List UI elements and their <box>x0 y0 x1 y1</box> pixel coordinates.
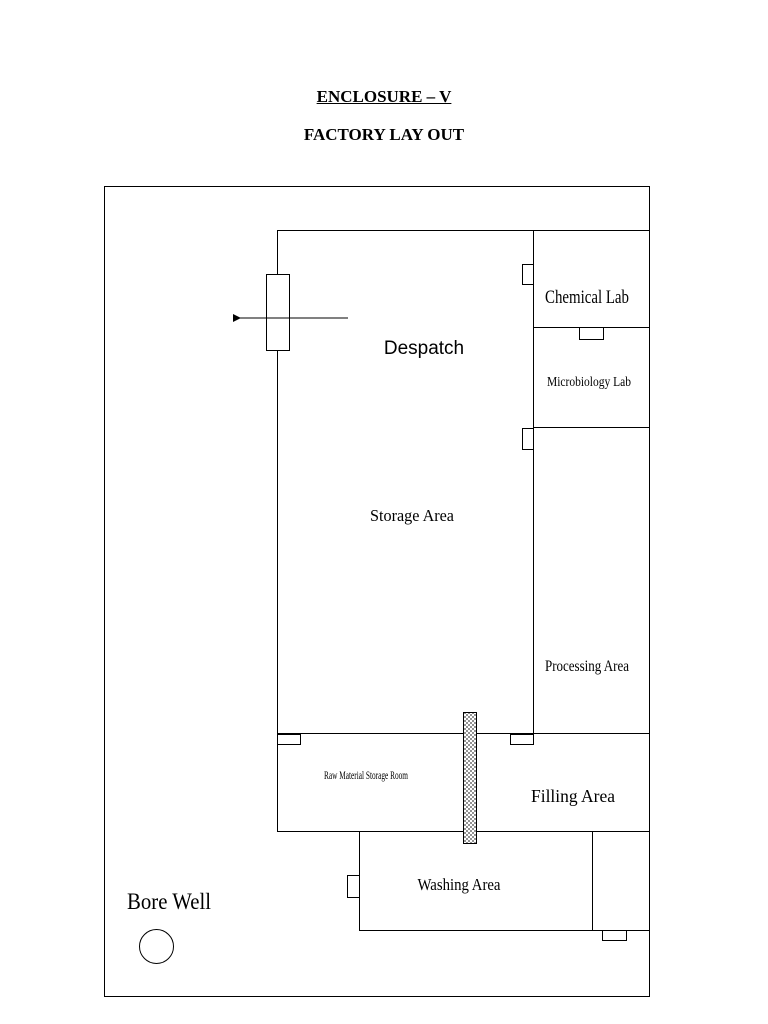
washing-area-room <box>359 831 650 931</box>
storage-area-room <box>277 230 534 734</box>
filling-area-label: Filling Area <box>531 786 615 806</box>
bore-well-icon <box>139 929 174 964</box>
door-processing-area <box>522 428 534 450</box>
gate-door <box>266 274 290 351</box>
chemical-lab-label: Chemical Lab <box>545 287 629 308</box>
processing-area-room <box>533 427 650 734</box>
microbiology-lab-label: Microbiology Lab <box>547 375 631 390</box>
door-filling-area <box>510 734 534 745</box>
storage-area-label: Storage Area <box>370 506 454 525</box>
enclosure-title: ENCLOSURE – V <box>316 87 452 106</box>
door-raw-material <box>277 734 301 745</box>
raw-material-storage-label: Raw Material Storage Room <box>324 768 408 782</box>
layout-title: FACTORY LAY OUT <box>303 125 465 144</box>
bore-well-label: Bore Well <box>127 889 211 914</box>
door-chemical-lab <box>522 264 534 285</box>
door-microbiology-lab <box>579 327 604 340</box>
door-washing-area <box>347 875 360 898</box>
door-washing-bottom <box>602 930 627 941</box>
washing-area-label: Washing Area <box>418 875 501 894</box>
hatched-partition <box>463 712 477 844</box>
site-boundary <box>104 186 650 997</box>
despatch-label: Despatch <box>384 338 464 359</box>
processing-area-label: Processing Area <box>545 658 629 675</box>
chemical-lab-room <box>533 230 650 328</box>
